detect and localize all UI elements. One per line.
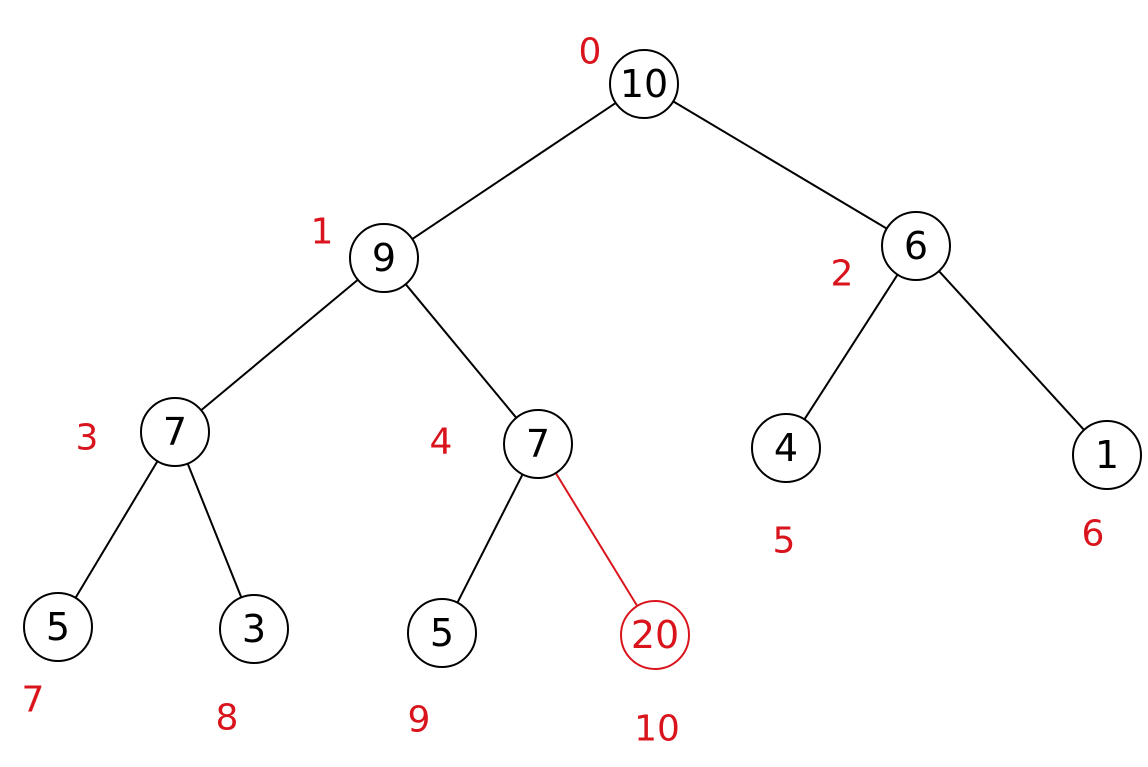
tree-node-3: 7	[140, 397, 210, 467]
node-circle	[407, 598, 477, 668]
edge-0-2	[672, 100, 888, 230]
node-circle	[620, 600, 690, 670]
node-circle	[219, 594, 289, 664]
node-index-label-5: 5	[773, 521, 796, 562]
tree-node-4: 7	[503, 409, 573, 479]
edge-2-6	[938, 270, 1085, 431]
edge-3-7	[74, 460, 159, 599]
node-index-label-10: 10	[634, 709, 680, 750]
node-value: 6	[904, 224, 928, 268]
edge-4-10	[554, 472, 639, 607]
node-value: 1	[1095, 433, 1119, 477]
tree-node-8: 3	[219, 594, 289, 664]
node-value: 7	[526, 422, 550, 466]
edge-2-5	[803, 274, 899, 420]
node-circle	[349, 223, 419, 293]
nodes-layer: 10 9 6 7 7 4 1 5 3 5 20	[23, 49, 1142, 670]
node-index-label-8: 8	[216, 698, 239, 739]
node-circle	[23, 592, 93, 662]
node-value: 4	[774, 426, 798, 470]
node-value: 3	[242, 607, 266, 651]
node-value: 10	[620, 62, 668, 106]
node-value: 20	[631, 613, 679, 657]
node-value: 5	[430, 611, 454, 655]
tree-node-1: 9	[349, 223, 419, 293]
tree-node-6: 1	[1072, 420, 1142, 490]
node-value: 5	[46, 605, 70, 649]
edge-0-1	[411, 102, 617, 240]
node-circle	[609, 49, 679, 119]
edge-4-9	[456, 473, 524, 604]
node-index-label-3: 3	[76, 418, 99, 459]
edge-1-4	[404, 283, 518, 419]
tree-node-0: 10	[609, 49, 679, 119]
node-circle	[751, 413, 821, 483]
node-index-label-4: 4	[430, 422, 453, 463]
node-circle	[503, 409, 573, 479]
edge-1-3	[200, 278, 359, 412]
node-value: 7	[163, 410, 187, 454]
node-index-label-6: 6	[1082, 514, 1105, 555]
edges-layer	[74, 100, 1085, 607]
node-circle	[1072, 420, 1142, 490]
index-labels-layer: 0 1 2 3 4 5 6 7 8 9 10	[22, 32, 1105, 750]
node-index-label-7: 7	[22, 680, 45, 721]
tree-node-9: 5	[407, 598, 477, 668]
node-value: 9	[372, 236, 396, 280]
node-circle	[140, 397, 210, 467]
node-index-label-0: 0	[579, 32, 602, 73]
tree-node-2: 6	[881, 211, 951, 281]
node-index-label-2: 2	[831, 254, 854, 295]
node-circle	[881, 211, 951, 281]
tree-node-10: 20	[620, 600, 690, 670]
tree-node-5: 4	[751, 413, 821, 483]
tree-node-7: 5	[23, 592, 93, 662]
edge-3-8	[186, 463, 243, 598]
node-index-label-1: 1	[311, 212, 334, 253]
node-index-label-9: 9	[408, 700, 431, 741]
